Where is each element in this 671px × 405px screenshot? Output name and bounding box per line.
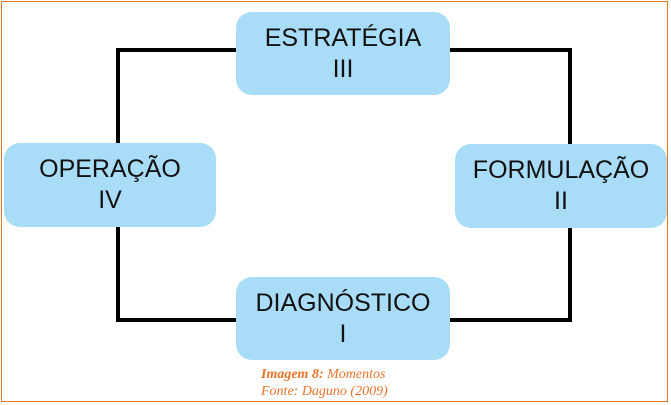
node-estrategia-numeral: III <box>332 54 354 83</box>
node-estrategia-title: ESTRATÉGIA <box>264 23 422 52</box>
node-diagnostico-numeral: I <box>339 319 347 348</box>
connector-formulacao-diagnostico <box>450 228 572 322</box>
node-estrategia: ESTRATÉGIA III <box>236 12 450 95</box>
caption-label: Imagem 8: <box>261 367 324 382</box>
node-operacao-numeral: IV <box>98 186 122 214</box>
caption-title-line: Imagem 8: Momentos <box>261 366 388 383</box>
node-operacao: OPERAÇÃO IV <box>4 143 216 227</box>
caption-title: Momentos <box>327 367 386 382</box>
caption-source: Fonte: Daguno (2009) <box>261 384 388 399</box>
node-diagnostico: DIAGNÓSTICO I <box>236 277 450 360</box>
connector-estrategia-formulacao <box>450 48 572 144</box>
node-diagnostico-title: DIAGNÓSTICO <box>255 288 431 317</box>
node-operacao-title: OPERAÇÃO <box>39 155 181 183</box>
node-formulacao-title: FORMULAÇÃO <box>472 156 650 184</box>
figure-caption: Imagem 8: Momentos Fonte: Daguno (2009) <box>261 366 388 400</box>
node-formulacao: FORMULAÇÃO II <box>455 144 667 228</box>
connector-operacao-estrategia <box>116 48 236 143</box>
node-formulacao-numeral: II <box>554 187 568 215</box>
connector-diagnostico-operacao <box>116 227 236 322</box>
